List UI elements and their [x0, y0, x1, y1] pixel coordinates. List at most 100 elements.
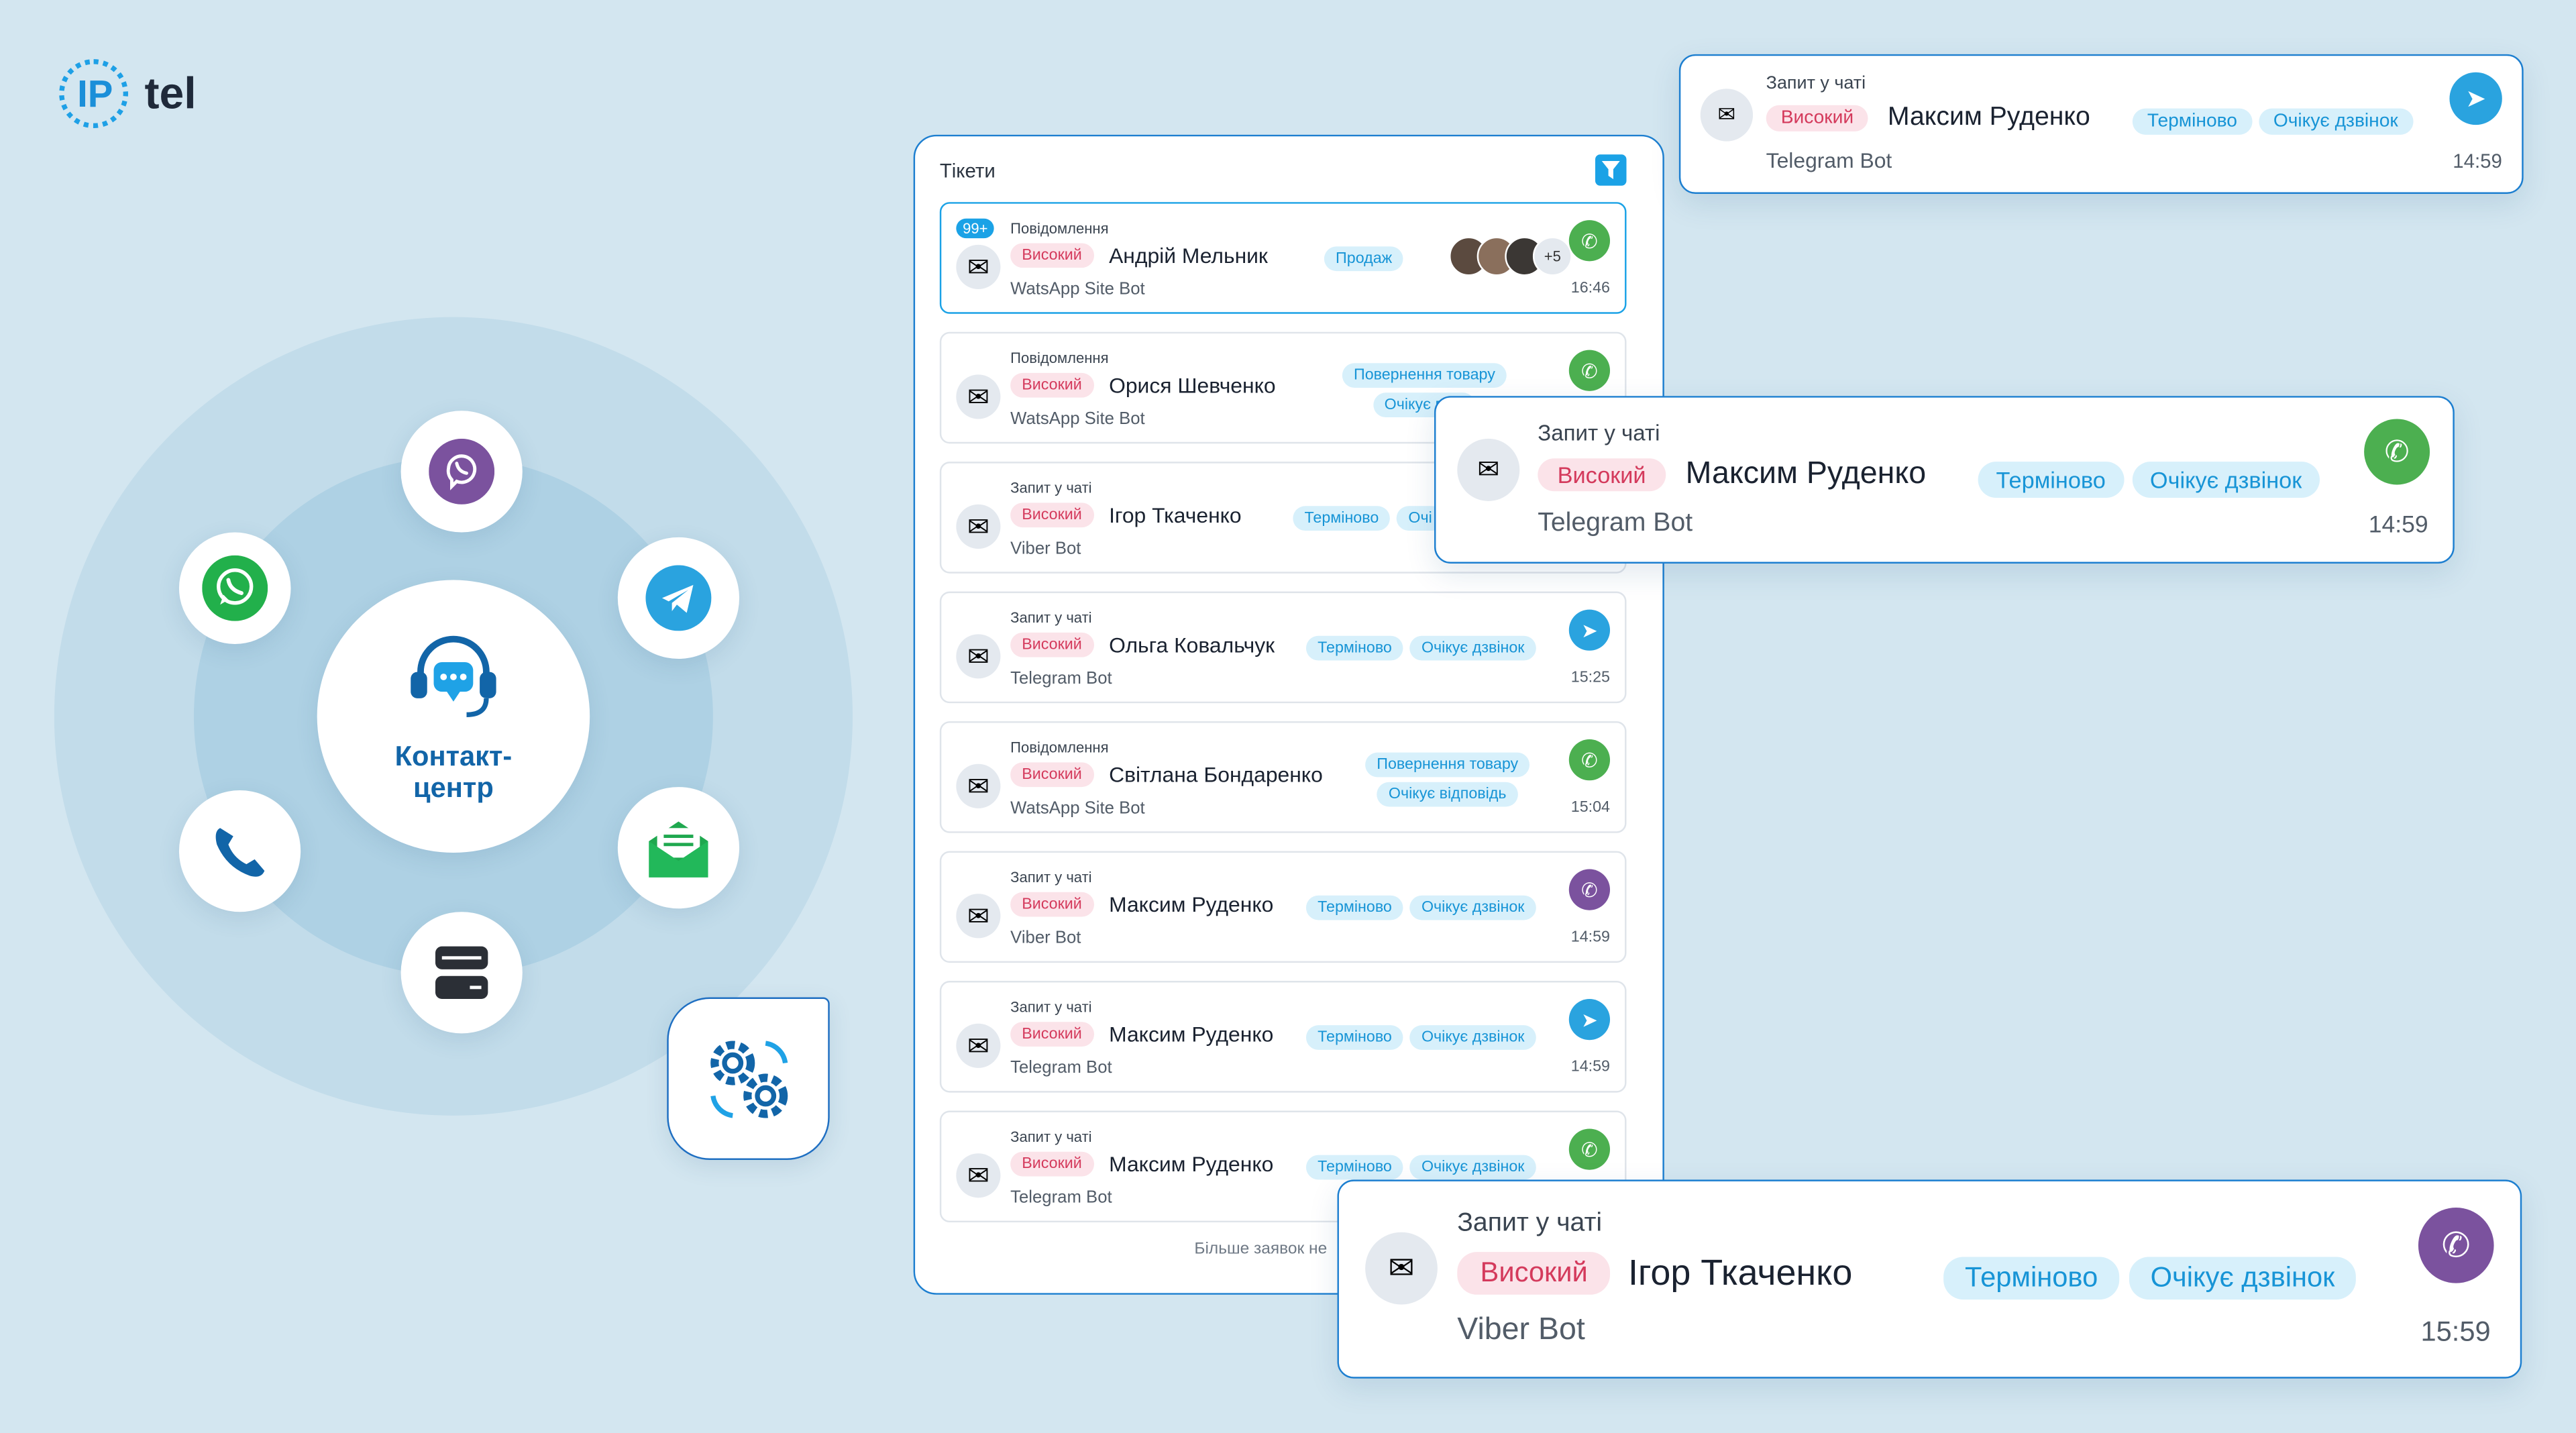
ticket-source: Viber Bot — [1010, 928, 1081, 949]
ticket-item[interactable]: ✉ Запит у чаті Високий Максим Руденко Te… — [939, 1110, 1627, 1223]
logo-ring — [59, 59, 129, 129]
ticket-source: WatsApp Site Bot — [1010, 798, 1145, 818]
contact-name: Максим Руденко — [1685, 456, 1927, 492]
priority-badge: Високий — [1010, 892, 1093, 917]
channel-viber[interactable] — [400, 411, 523, 533]
ticket-type: Повідомлення — [1010, 350, 1109, 367]
contact-name: Ольга Ковальчук — [1109, 632, 1275, 657]
ticket-time: 14:59 — [2453, 149, 2502, 173]
channel-server[interactable] — [400, 912, 523, 1034]
contact-name: Андрій Мельник — [1109, 243, 1268, 268]
tag: Терміново — [1305, 1025, 1404, 1050]
ticket-time: 16:46 — [1570, 279, 1611, 298]
ticket-item[interactable]: ✉ Запит у чаті Високий Ольга Ковальчук T… — [939, 591, 1627, 704]
priority-badge: Високий — [1010, 243, 1093, 268]
channel-phone[interactable] — [178, 790, 301, 912]
envelope-icon: ✉ — [967, 383, 989, 412]
ticket-tags: Терміново Очікує дзвінок — [2132, 108, 2413, 135]
ticket-item[interactable]: 99+ ✉ Повідомлення Високий Андрій Мельни… — [939, 202, 1627, 314]
ticket-time: 14:59 — [1570, 928, 1611, 947]
whatsapp-icon: ✆ — [1568, 350, 1611, 391]
ticket-type: Запит у чаті — [1010, 609, 1092, 627]
tag: Терміново — [1305, 635, 1404, 661]
hub-label: Контакт-центр — [394, 741, 513, 804]
tag: Терміново — [1978, 462, 2124, 498]
contact-name: Максим Руденко — [1887, 103, 2090, 131]
ticket-tags: Терміново Очі — [1293, 506, 1444, 531]
tickets-panel: Тікети 99+ ✉ Повідомлення Високий Андрій… — [913, 134, 1664, 1295]
logo-ip: IP — [77, 72, 113, 115]
tag: Терміново — [1305, 895, 1404, 920]
telegram-icon — [645, 565, 712, 631]
contact-avatar: ✉ — [956, 634, 1001, 679]
ticket-time: 14:59 — [1570, 1058, 1611, 1077]
whatsapp-icon: ✆ — [1568, 220, 1611, 262]
tag: Очікує дзвінок — [2131, 462, 2320, 498]
contact-avatar: ✉ — [956, 763, 1001, 808]
ticket-source: Telegram Bot — [1538, 509, 1693, 537]
ticket-item[interactable]: ✉ Повідомлення Високий Світлана Бондарен… — [939, 721, 1627, 833]
tag: Очікує дзвінок — [1409, 1155, 1536, 1180]
notification-card[interactable]: ✉ Запит у чаті Високий Ігор Ткаченко Vib… — [1337, 1179, 2522, 1379]
whatsapp-icon: ✆ — [1568, 739, 1611, 781]
priority-badge: Високий — [1766, 105, 1869, 131]
unread-badge: 99+ — [956, 218, 995, 239]
ticket-tags: Терміново Очікує дзвінок — [1978, 462, 2320, 498]
priority-badge: Високий — [1010, 372, 1093, 398]
ticket-source: Telegram Bot — [1010, 1058, 1112, 1078]
assignee-avatars[interactable]: +5 — [1449, 236, 1572, 276]
ticket-source: Viber Bot — [1010, 539, 1081, 559]
ticket-list: 99+ ✉ Повідомлення Високий Андрій Мельни… — [939, 202, 1627, 1240]
notification-card[interactable]: ✉ Запит у чаті Високий Максим Руденко Te… — [1678, 54, 2524, 194]
ticket-source: WatsApp Site Bot — [1010, 409, 1145, 429]
headset-icon — [411, 635, 496, 717]
ticket-item[interactable]: ✉ Запит у чаті Високий Максим Руденко Te… — [939, 981, 1627, 1093]
priority-badge: Високий — [1010, 762, 1093, 788]
contact-name: Максим Руденко — [1109, 1022, 1274, 1047]
tag: Повернення товару — [1365, 752, 1530, 778]
ticket-source: Telegram Bot — [1010, 668, 1112, 689]
envelope-icon: ✉ — [967, 1032, 989, 1061]
channel-whatsapp[interactable] — [178, 532, 291, 645]
contact-avatar: ✉ — [956, 244, 1001, 290]
envelope-icon: ✉ — [967, 513, 989, 541]
ticket-source: Viber Bot — [1457, 1312, 1585, 1348]
ticket-type: Повідомлення — [1010, 220, 1109, 237]
envelope-icon: ✉ — [1717, 101, 1736, 127]
more-tickets-text: Більше заявок не — [1194, 1240, 1328, 1259]
ticket-source: Telegram Bot — [1010, 1187, 1112, 1208]
contact-name: Максим Руденко — [1109, 1151, 1274, 1177]
gears-icon — [709, 1040, 788, 1118]
ticket-item[interactable]: ✉ Запит у чаті Високий Максим Руденко Vi… — [939, 851, 1627, 963]
whatsapp-icon: ✆ — [1568, 1128, 1611, 1170]
envelope-icon: ✉ — [1388, 1251, 1415, 1286]
tag: Очікує дзвінок — [1409, 1025, 1536, 1050]
contact-name: Максим Руденко — [1109, 892, 1274, 917]
notification-card[interactable]: ✉ Запит у чаті Високий Максим Руденко Te… — [1434, 396, 2455, 564]
tag: Очікує дзвінок — [2258, 108, 2413, 135]
envelope-icon: ✉ — [967, 1162, 989, 1191]
ticket-tags: Терміново Очікує дзвінок — [1305, 1155, 1536, 1180]
automation-settings-card[interactable] — [667, 997, 830, 1160]
ticket-type: Запит у чаті — [1010, 998, 1092, 1016]
ticket-source: WatsApp Site Bot — [1010, 279, 1145, 299]
tag: Очікує дзвінок — [1409, 635, 1536, 661]
logo-tel: tel — [144, 68, 197, 119]
contact-avatar: ✉ — [1365, 1232, 1438, 1305]
viber-icon — [429, 438, 495, 505]
channel-telegram[interactable] — [617, 537, 740, 659]
priority-badge: Високий — [1010, 502, 1093, 528]
ticket-tags: Терміново Очікує дзвінок — [1305, 1025, 1536, 1050]
envelope-icon: ✉ — [967, 902, 989, 931]
channel-email[interactable] — [617, 787, 740, 909]
ticket-type: Запит у чаті — [1538, 420, 1660, 445]
contact-avatar: ✉ — [956, 1023, 1001, 1068]
tag: Очікує відповідь — [1377, 782, 1518, 807]
telegram-icon: ➤ — [2449, 72, 2502, 125]
iptel-logo: IP tel — [59, 59, 223, 131]
ticket-time: 15:04 — [1570, 798, 1611, 817]
envelope-icon: ✉ — [967, 643, 989, 672]
priority-badge: Високий — [1457, 1252, 1611, 1295]
filter-button[interactable] — [1595, 154, 1627, 186]
